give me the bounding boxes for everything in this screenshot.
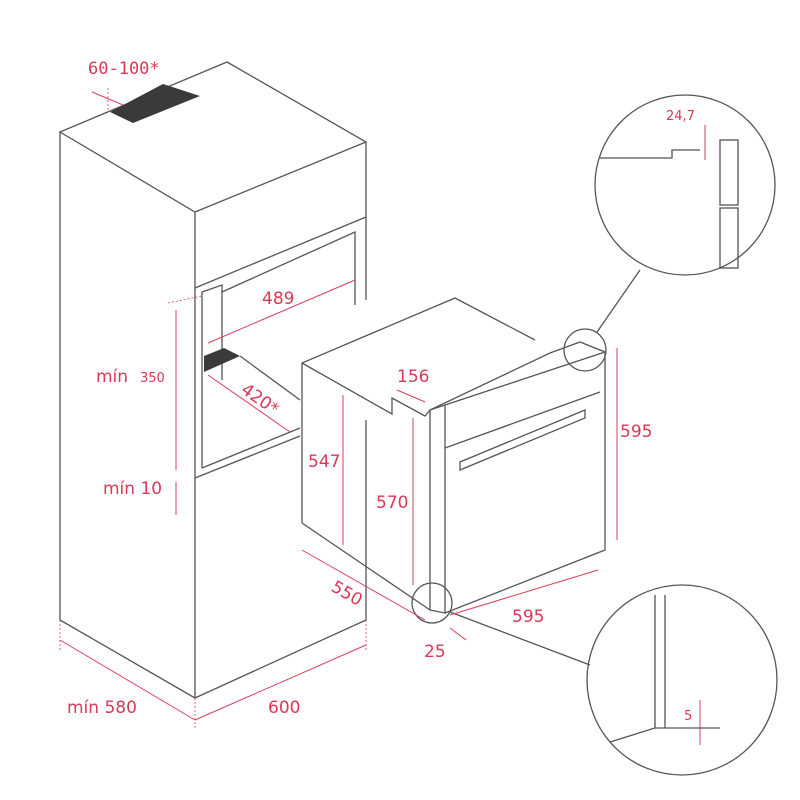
vent-gap-label: 60-100* <box>88 59 160 79</box>
cabinet-depth-label: mín 580 <box>67 698 137 718</box>
door-offset-label: 25 <box>424 642 446 662</box>
min-gap-label: mín 10 <box>103 479 162 499</box>
detail-marker-bottom <box>411 582 453 624</box>
side-height-label: 547 <box>308 452 340 472</box>
dimension-lines <box>59 88 618 728</box>
oven <box>301 269 641 666</box>
panel-depth-label: 156 <box>397 367 429 387</box>
niche-depth-label: 420* <box>237 380 282 420</box>
cabinet-width-label: 600 <box>268 698 300 718</box>
detail-top: 24,7 <box>594 94 776 276</box>
niche-width-label: 489 <box>262 289 294 309</box>
detail-top-label: 24,7 <box>666 109 695 124</box>
detail-marker-top <box>563 328 607 372</box>
detail-bottom: 5 <box>586 584 778 776</box>
min-height-value: 350 <box>140 371 165 386</box>
min-height-prefix: mín <box>96 367 128 387</box>
top-vent <box>110 84 200 123</box>
width-label: 595 <box>512 607 544 627</box>
depth-label: 550 <box>328 577 366 611</box>
tall-cabinet <box>58 61 368 699</box>
detail-bottom-label: 5 <box>684 709 692 724</box>
front-height-label: 570 <box>376 493 408 513</box>
total-height-label: 595 <box>620 422 652 442</box>
bottom-vent <box>204 348 240 372</box>
